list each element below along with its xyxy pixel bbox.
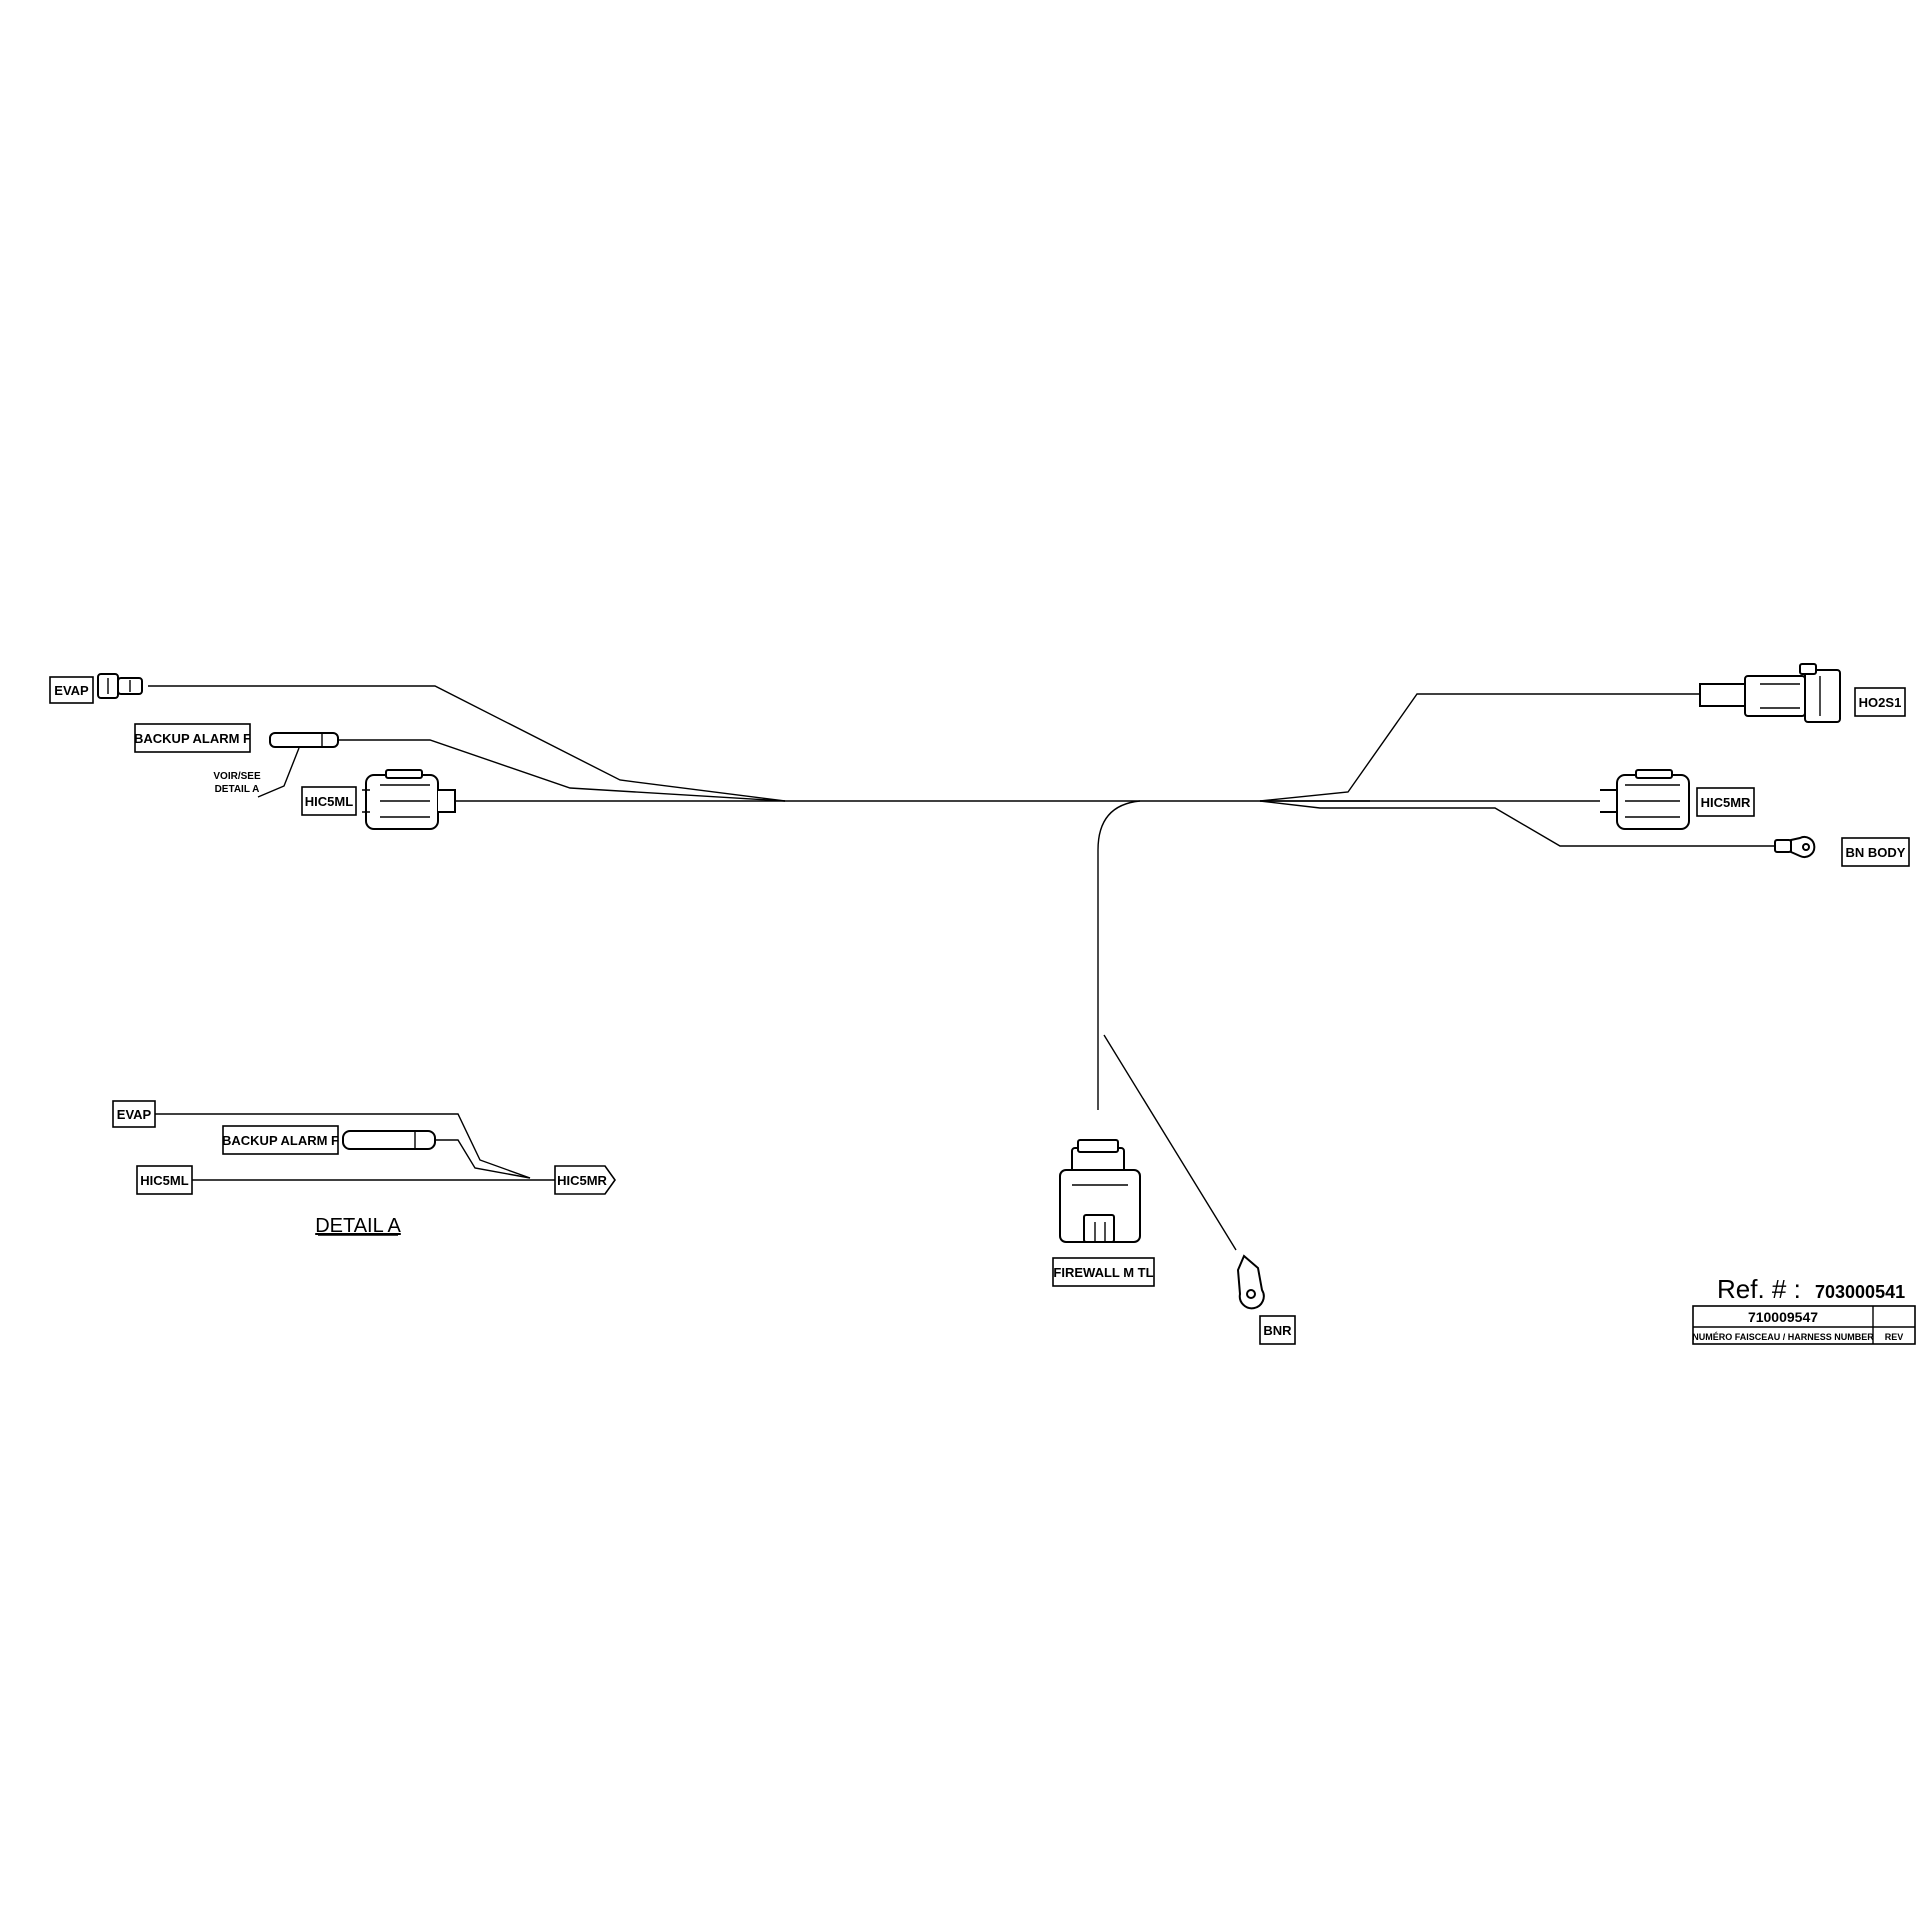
- detail-label-evap: EVAP: [112, 1100, 156, 1128]
- svg-text:EVAP: EVAP: [54, 683, 89, 698]
- detail-label-hic5mr: HIC5MR: [554, 1165, 616, 1195]
- ho2s1-connector-icon: [1699, 663, 1841, 723]
- svg-text:HIC5MR: HIC5MR: [1701, 795, 1751, 810]
- label-hic5mr: HIC5MR: [1696, 787, 1755, 817]
- svg-text:BACKUP ALARM F: BACKUP ALARM F: [222, 1133, 339, 1148]
- rev-caption: REV: [1885, 1332, 1904, 1342]
- svg-text:BACKUP ALARM F: BACKUP ALARM F: [134, 731, 251, 746]
- backup-alarm-connector-icon: [269, 732, 339, 748]
- detail-a-title: DETAIL A: [315, 1215, 401, 1237]
- label-bnr: BNR: [1259, 1315, 1296, 1345]
- label-firewall: FIREWALL M TL: [1052, 1257, 1155, 1287]
- hic5ml-connector-icon: [362, 769, 456, 830]
- label-evap: EVAP: [49, 676, 94, 704]
- hic5mr-connector-icon: [1600, 769, 1690, 830]
- svg-text:BN BODY: BN BODY: [1846, 845, 1906, 860]
- label-hic5ml: HIC5ML: [301, 786, 357, 816]
- svg-text:EVAP: EVAP: [117, 1107, 152, 1122]
- label-backup-alarm: BACKUP ALARM F: [134, 723, 251, 753]
- svg-text:VOIR/SEE: VOIR/SEE: [213, 771, 261, 782]
- label-ho2s1: HO2S1: [1854, 687, 1906, 717]
- svg-text:FIREWALL M TL: FIREWALL M TL: [1053, 1265, 1153, 1280]
- bnr-ring-terminal-icon: [1236, 1254, 1265, 1310]
- firewall-connector-icon: [1059, 1139, 1141, 1243]
- ref-label: Ref. # :: [1717, 1274, 1801, 1304]
- evap-connector-icon: [97, 673, 143, 699]
- detail-backup-alarm-sleeve-icon: [342, 1130, 436, 1150]
- detail-label-hic5ml: HIC5ML: [136, 1165, 193, 1195]
- bn-body-ring-terminal-icon: [1774, 836, 1816, 858]
- ref-number: 703000541: [1815, 1282, 1905, 1302]
- svg-text:HIC5ML: HIC5ML: [305, 794, 353, 809]
- detail-a: EVAP BACKUP ALARM F HIC5ML HIC5MR DETAIL…: [112, 1100, 616, 1237]
- see-detail-note: VOIR/SEE DETAIL A: [213, 747, 300, 798]
- harness-number-caption: NUMÉRO FAISCEAU / HARNESS NUMBER: [1692, 1332, 1874, 1342]
- harness-number: 710009547: [1748, 1309, 1818, 1325]
- wire-trunk: [148, 685, 1775, 1251]
- title-block: Ref. # : 703000541 710009547 NUMÉRO FAIS…: [1692, 1274, 1916, 1345]
- detail-label-backup-alarm: BACKUP ALARM F: [222, 1125, 339, 1155]
- svg-text:BNR: BNR: [1263, 1323, 1292, 1338]
- svg-text:HIC5ML: HIC5ML: [140, 1173, 188, 1188]
- svg-text:HO2S1: HO2S1: [1859, 695, 1902, 710]
- svg-text:HIC5MR: HIC5MR: [557, 1173, 607, 1188]
- label-bn-body: BN BODY: [1841, 837, 1910, 867]
- svg-text:DETAIL A: DETAIL A: [215, 784, 260, 795]
